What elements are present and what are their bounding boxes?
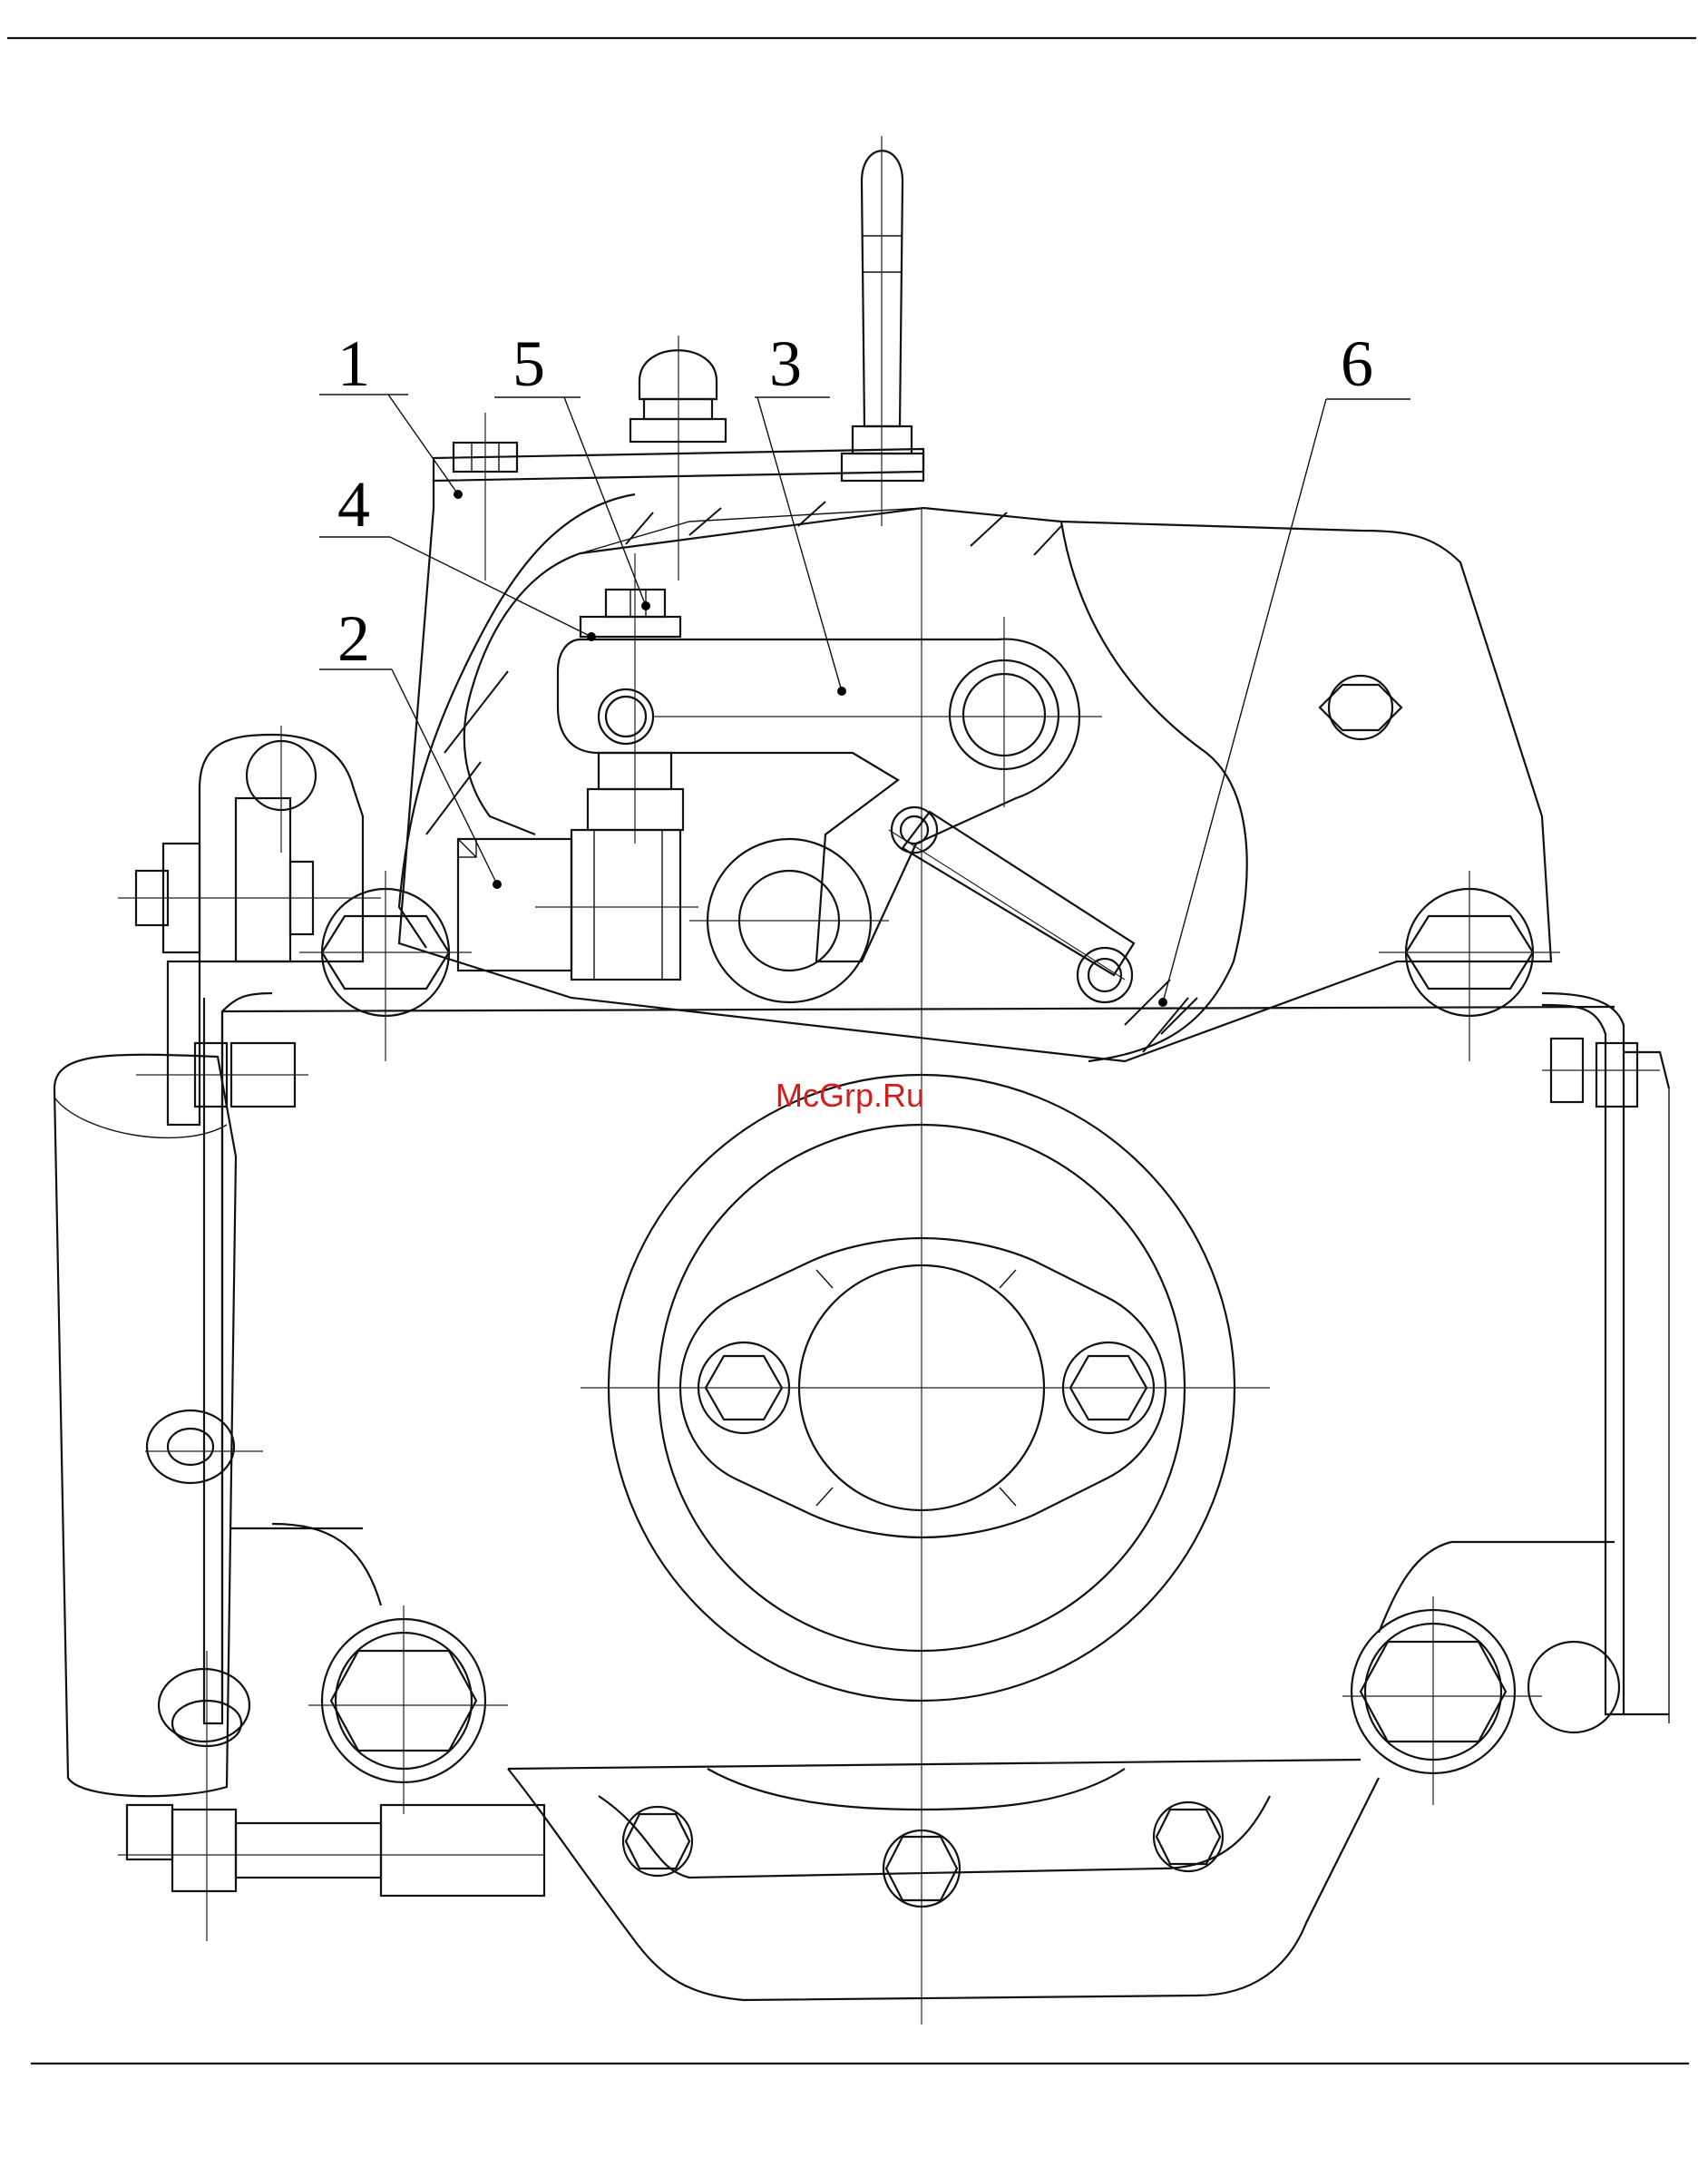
- callout-2: 2: [319, 602, 502, 889]
- link-rod-6: [889, 807, 1197, 1034]
- housing-bolt-right-upper: [1320, 676, 1401, 739]
- callout-2-label: 2: [337, 602, 370, 675]
- callout-4-label: 4: [337, 468, 370, 541]
- callout-3-label: 3: [769, 327, 802, 400]
- center-flange: [581, 1075, 1270, 1701]
- main-body: [54, 993, 1669, 2000]
- base-bolt-left: [308, 1605, 508, 1814]
- left-roller-assembly: [118, 726, 381, 1125]
- sensor-2: [458, 830, 698, 980]
- callout-5-label: 5: [512, 327, 545, 400]
- base-bolt-right: [1342, 1596, 1619, 1805]
- flange-bolt-left: [299, 871, 472, 1061]
- dipstick: [842, 136, 923, 526]
- cover-bolt-left: [454, 413, 517, 581]
- callout-1-label: 1: [337, 327, 370, 400]
- lower-flange-nuts: [623, 1802, 1223, 1907]
- flange-bolt-right: [1379, 871, 1560, 1061]
- cap-nut-center: [630, 336, 726, 581]
- shaft-boss: [689, 839, 889, 1002]
- callout-6: 6: [1158, 327, 1410, 1007]
- callout-6-label: 6: [1341, 327, 1373, 400]
- watermark-text: McGrp.Ru: [776, 1077, 924, 1114]
- lower-left-lever: [118, 1805, 544, 1896]
